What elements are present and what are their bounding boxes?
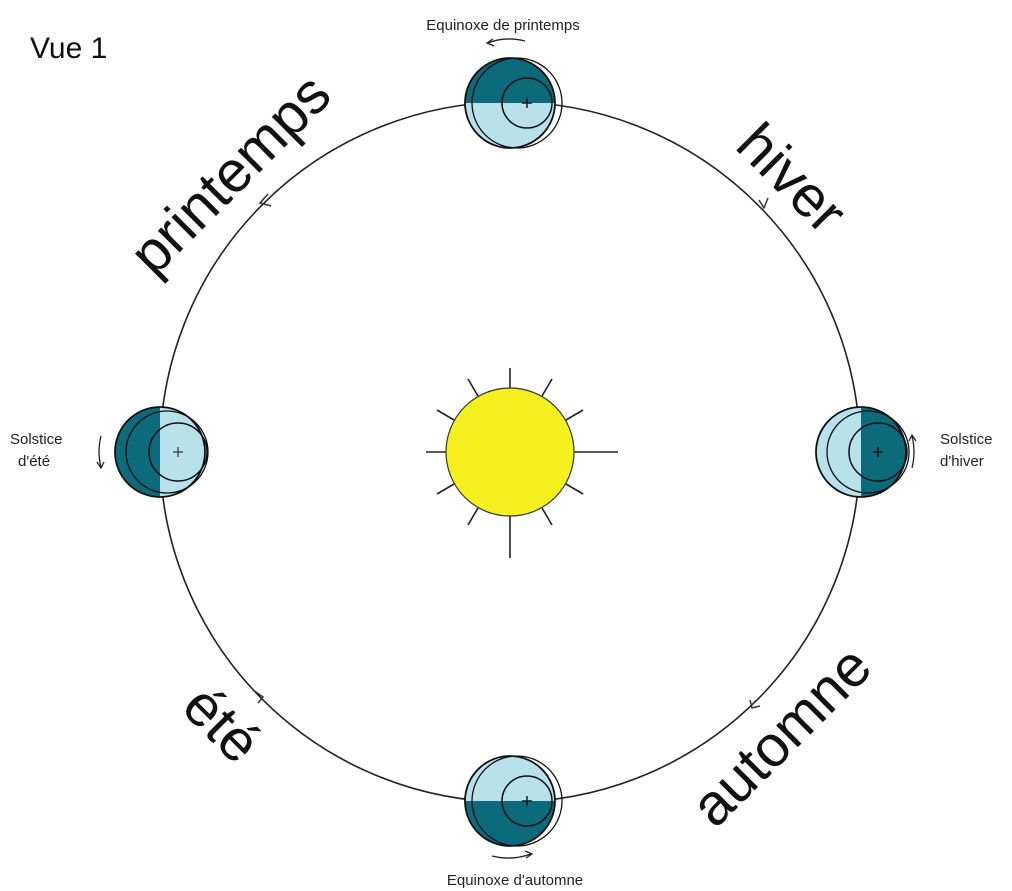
autumn-equinox-label: Equinoxe d'automne (447, 872, 583, 889)
season-label-autumn: automne (678, 633, 884, 839)
sun-disc (445, 387, 575, 517)
rotation-arrow-top (487, 38, 526, 44)
arrow-upper-right (758, 197, 769, 210)
earth-autumn-equinox (464, 755, 563, 847)
earth-summer-solstice (114, 406, 209, 498)
season-label-summer: été (170, 673, 273, 776)
orbit-direction-arrows (252, 193, 769, 709)
arrow-lower-left (252, 689, 265, 704)
winter-solstice-label-line2: d'hiver (940, 453, 984, 470)
earth-spring-equinox (464, 57, 563, 149)
winter-solstice-label-line1: Solstice (940, 431, 993, 448)
summer-solstice-label-line2: d'été (18, 453, 50, 470)
season-label-winter: hiver (724, 111, 859, 246)
arrow-upper-left (258, 193, 272, 207)
spring-equinox-label: Equinoxe de printemps (426, 17, 579, 34)
summer-solstice-label-line1: Solstice (10, 431, 63, 448)
rotation-arrow-left (98, 435, 102, 468)
sun-rays (426, 368, 618, 558)
season-label-spring: printemps (117, 61, 343, 287)
rotation-arrows (96, 38, 917, 859)
sun (426, 368, 618, 558)
rotation-arrow-right (911, 435, 915, 469)
rotation-arrow-bottom (491, 853, 532, 859)
view-label: Vue 1 (30, 32, 107, 65)
earth-winter-solstice (815, 406, 910, 498)
arrow-lower-right (749, 699, 761, 709)
